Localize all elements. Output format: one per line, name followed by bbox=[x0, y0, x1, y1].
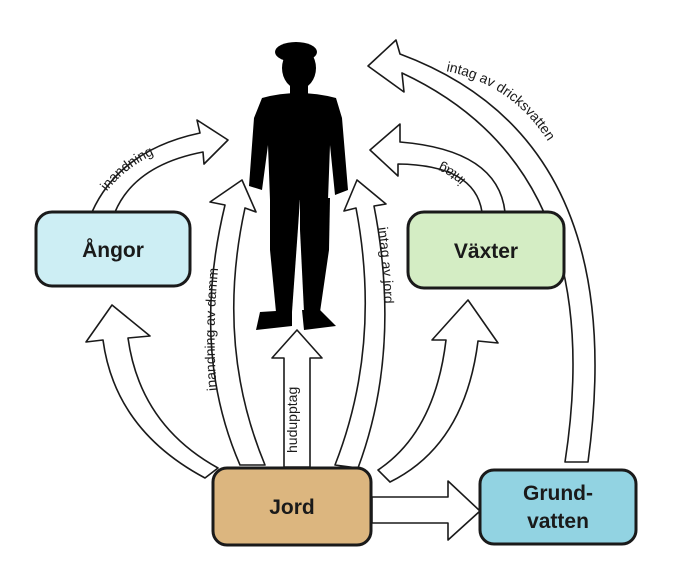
arrow-jord-to-angor bbox=[85, 304, 219, 479]
node-angor: Ångor bbox=[34, 210, 192, 288]
arrow-intag bbox=[369, 123, 506, 213]
node-grundvatten-label-line1: Grund- bbox=[523, 482, 593, 505]
arrow-intag-av-jord bbox=[334, 179, 387, 469]
node-angor-label: Ångor bbox=[82, 238, 144, 262]
arrow-jord-to-grundvatten bbox=[371, 480, 481, 541]
label-intag-av-jord: intag av jord bbox=[375, 226, 397, 304]
node-grundvatten: Grund- vatten bbox=[478, 468, 638, 546]
node-jord-box bbox=[211, 466, 373, 547]
node-jord: Jord bbox=[211, 466, 373, 547]
node-vaxter: Växter bbox=[406, 210, 566, 290]
node-grundvatten-label-line2: vatten bbox=[527, 510, 589, 533]
arrow-jord-to-vaxter bbox=[377, 299, 499, 483]
person-silhouette-icon bbox=[249, 42, 348, 330]
node-angor-box bbox=[34, 210, 192, 288]
arrow-inandning-av-damm bbox=[209, 179, 266, 466]
node-jord-label: Jord bbox=[269, 496, 315, 519]
node-vaxter-box bbox=[406, 210, 566, 290]
label-inandning-av-damm: inandning av damm bbox=[202, 267, 221, 391]
node-vaxter-label: Växter bbox=[454, 240, 518, 263]
arrow-hudupptag bbox=[271, 329, 323, 468]
arrow-inandning bbox=[91, 119, 229, 213]
label-hudupptag: hudupptag bbox=[284, 387, 300, 453]
node-grundvatten-box bbox=[478, 468, 638, 546]
